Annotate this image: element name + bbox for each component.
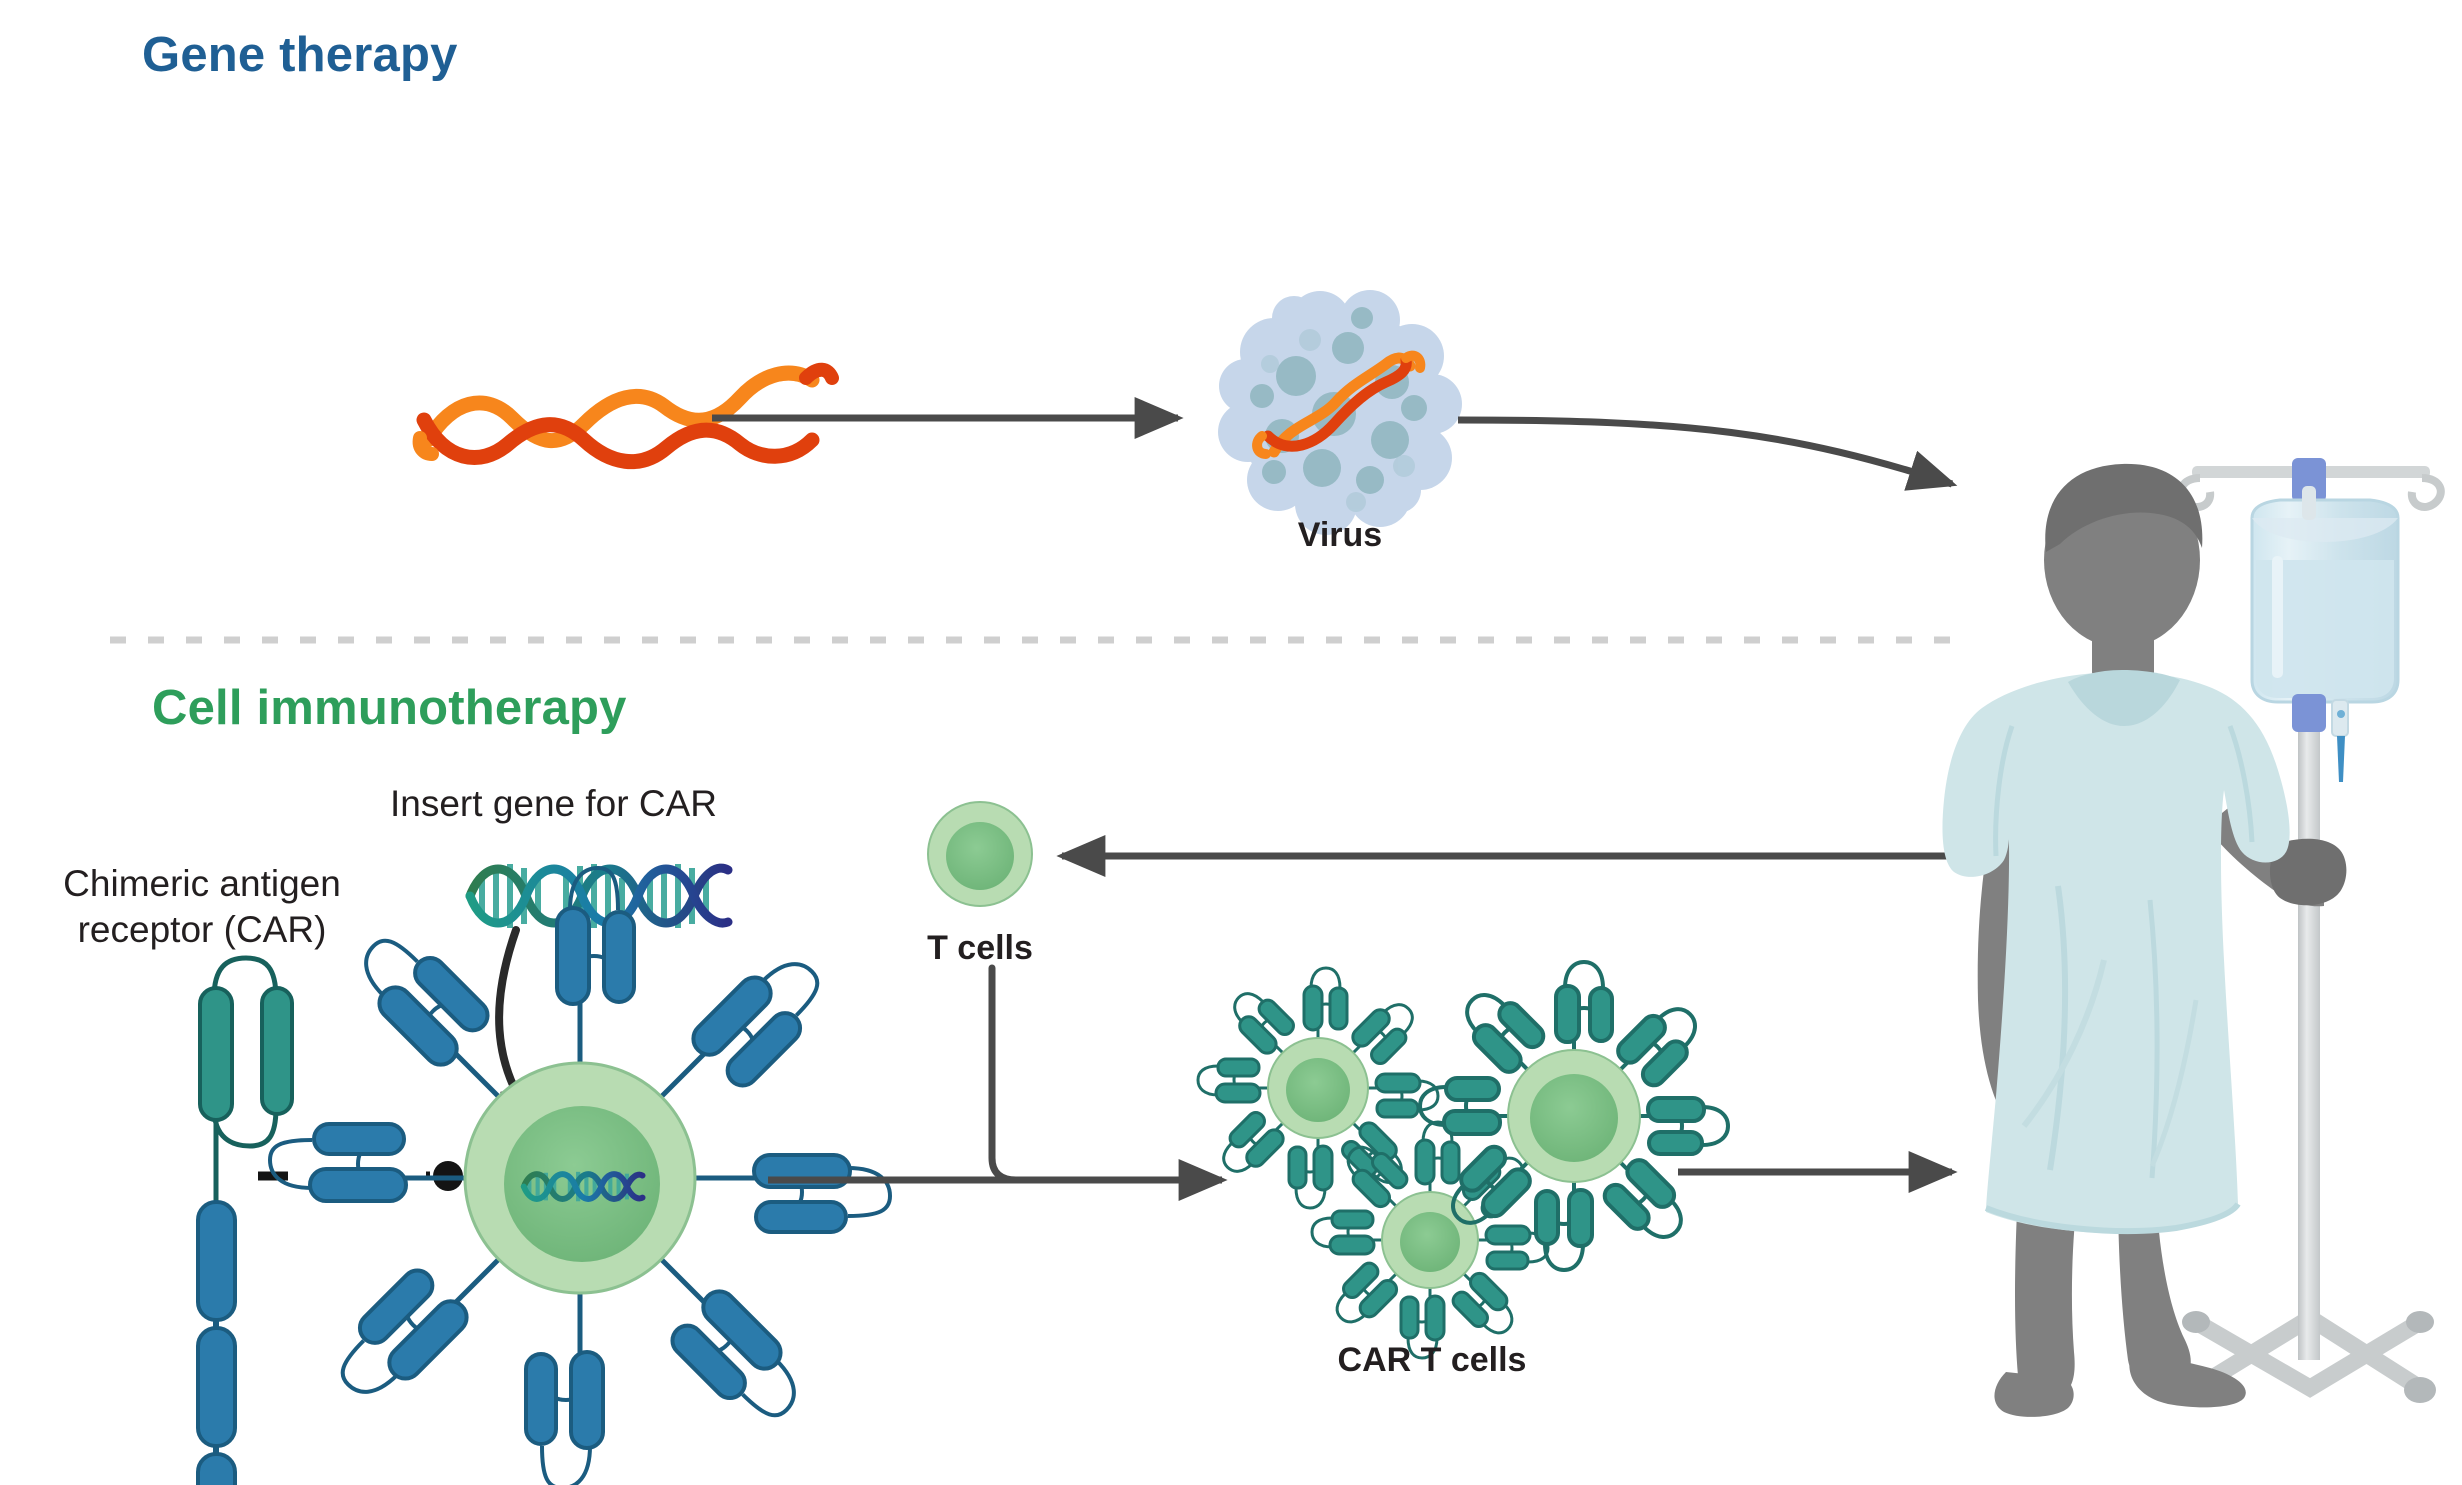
page-title-cell-immunotherapy: Cell immunotherapy <box>152 681 627 735</box>
patient-with-iv-illustration <box>1942 458 2445 1417</box>
arrow-virus-to-patient <box>1457 416 1958 491</box>
label-insert-gene-for-car: Insert gene for CAR <box>390 783 717 824</box>
iv-bag-icon <box>2250 486 2400 782</box>
label-t-cells: T cells <box>927 929 1033 967</box>
elbow-connector-tcells <box>988 964 1020 1184</box>
label-chimeric-antigen-receptor-line1: Chimeric antigen <box>63 863 341 904</box>
t-cell-icon <box>927 801 1033 907</box>
hospital-gown <box>1942 670 2290 1235</box>
dna-strand-orange-icon <box>412 362 839 470</box>
chimeric-antigen-receptor-icon <box>196 955 294 1485</box>
label-virus: Virus <box>1297 516 1383 554</box>
engineered-t-cell-with-car-icon <box>267 865 893 1485</box>
virus-particle-icon <box>1218 290 1462 535</box>
dna-helix-car-gene-icon <box>465 863 733 928</box>
car-t-cell-cluster-icon <box>1196 959 1731 1360</box>
page-title-gene-therapy: Gene therapy <box>142 28 458 82</box>
car-receptor-group <box>267 865 893 1485</box>
label-car-t-cells: CAR T cells <box>1337 1341 1527 1379</box>
label-chimeric-antigen-receptor-line2: receptor (CAR) <box>77 909 327 950</box>
